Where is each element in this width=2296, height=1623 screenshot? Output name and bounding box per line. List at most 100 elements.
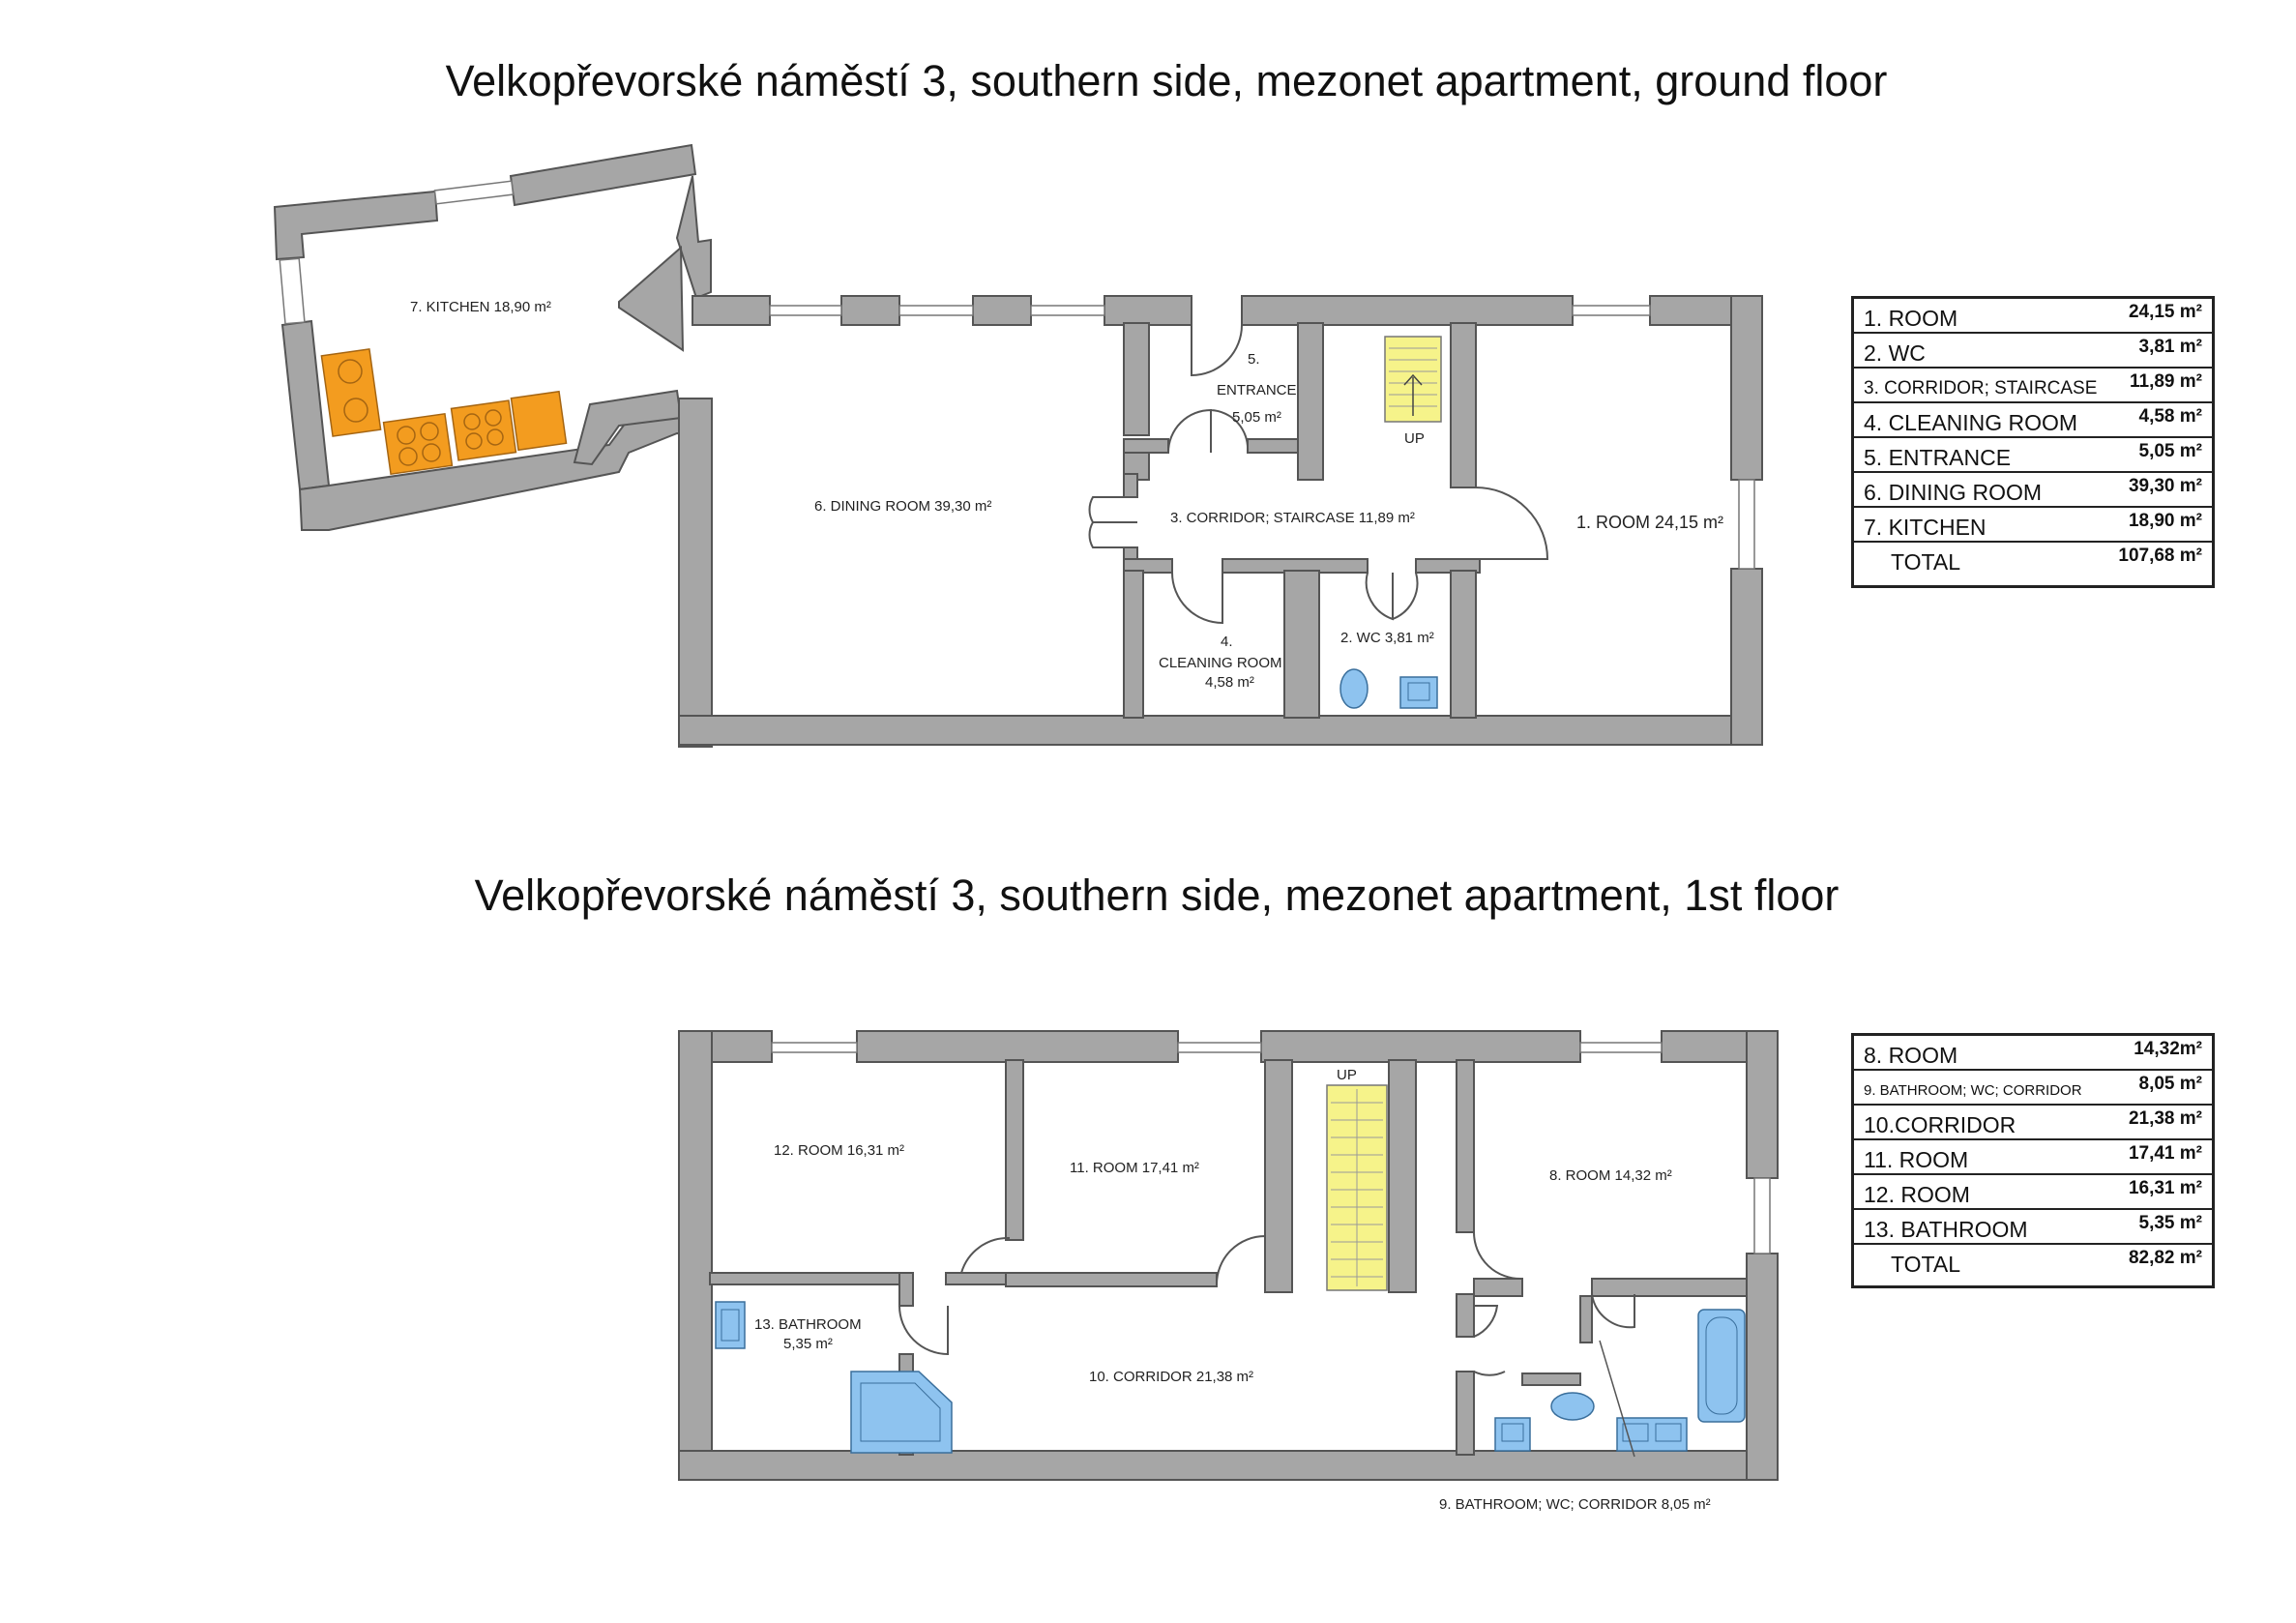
ground-wall-right-top xyxy=(1730,295,1763,481)
wall-bath9-mid xyxy=(1521,1372,1581,1386)
first-wall-top-2 xyxy=(856,1030,1179,1063)
wall-entrance-bottom xyxy=(1123,438,1169,454)
wall-room12-room11 xyxy=(1005,1059,1024,1241)
ground-wall-top-4 xyxy=(1104,295,1192,326)
first-wall-left xyxy=(678,1030,713,1481)
wall-bath9-mid-v xyxy=(1579,1295,1593,1343)
label-cleaning-name: CLEANING ROOM xyxy=(1159,655,1282,671)
entrance-inner-door xyxy=(1167,408,1250,454)
ground-wall-top-1 xyxy=(692,295,771,326)
wall-wc-right xyxy=(1450,570,1477,719)
wall-bath9-left xyxy=(1456,1293,1475,1338)
kitchen-wall-top-right xyxy=(509,143,697,207)
wall-cleaning-left xyxy=(1123,570,1144,719)
first-window-3 xyxy=(1579,1042,1663,1053)
bath9-double-basin-icon xyxy=(1616,1417,1688,1452)
label-corridor: 3. CORRIDOR; STAIRCASE 11,89 m² xyxy=(1170,510,1415,526)
ground-wall-top-2 xyxy=(840,295,900,326)
ground-wall-top-5 xyxy=(1241,295,1574,326)
wall-stair-right xyxy=(1388,1059,1417,1293)
wall-room12-bottom-2 xyxy=(945,1272,1011,1285)
label-cleaning-number: 4. xyxy=(1221,634,1233,650)
wall-corridor-bottom xyxy=(1123,558,1173,574)
corridor-left-door xyxy=(1088,496,1137,548)
wc-toilet-icon xyxy=(1339,668,1369,709)
kitchen-wall-lower-right xyxy=(573,389,683,466)
label-wc: 2. WC 3,81 m² xyxy=(1340,630,1434,646)
wall-corridor-left-top xyxy=(1123,473,1138,498)
bath9-label-leader xyxy=(1599,1340,1635,1458)
kitchen-wall-top xyxy=(273,190,439,261)
wall-room11-bottom xyxy=(1005,1272,1218,1287)
wall-bath9-left-2 xyxy=(1456,1371,1475,1456)
first-wall-right-top xyxy=(1746,1030,1779,1179)
room8-door xyxy=(1472,1231,1523,1281)
entrance-door xyxy=(1191,324,1243,377)
room1-door xyxy=(1475,487,1549,560)
room12-door xyxy=(959,1236,1011,1274)
bath13-door xyxy=(898,1305,949,1356)
ground-window-3 xyxy=(1030,305,1105,316)
label-room11: 11. ROOM 17,41 m² xyxy=(1070,1160,1199,1176)
wall-room11-stair xyxy=(1264,1059,1293,1293)
first-wall-top-3 xyxy=(1260,1030,1581,1063)
label-entrance-name: ENTRANCE xyxy=(1217,382,1297,398)
label-entrance-number: 5. xyxy=(1248,351,1260,368)
label-entrance-area: 5,05 m² xyxy=(1232,409,1281,426)
cleaning-door xyxy=(1171,572,1223,625)
kitchen-hob-icon xyxy=(382,412,454,476)
label-bath13-name: 13. BATHROOM xyxy=(754,1316,862,1333)
bath9-door xyxy=(1473,1305,1506,1376)
first-floor-plan: 12. ROOM 16,31 m² 11. ROOM 17,41 m² 8. R… xyxy=(678,1030,1779,1513)
ground-window-1 xyxy=(769,305,842,316)
wc-basin-icon xyxy=(1399,676,1438,709)
ground-floor-title: Velkopřevorské náměstí 3, southern side,… xyxy=(445,56,1888,105)
bath9-inner-door xyxy=(1591,1293,1635,1329)
kitchen-sink-icon xyxy=(320,348,382,437)
ground-window-2 xyxy=(898,305,974,316)
first-wall-right-bottom xyxy=(1746,1253,1779,1481)
ground-window-4 xyxy=(1572,305,1651,316)
label-room12: 12. ROOM 16,31 m² xyxy=(774,1142,904,1159)
first-window-1 xyxy=(771,1042,858,1053)
bath13-tub-icon xyxy=(850,1371,953,1454)
wall-room8-left xyxy=(1456,1059,1475,1233)
ground-wall-top-3 xyxy=(972,295,1032,326)
wall-entrance-left xyxy=(1123,322,1150,436)
label-cleaning-area: 4,58 m² xyxy=(1205,674,1254,691)
kitchen-fin xyxy=(618,245,685,352)
wall-cleaning-wc xyxy=(1283,570,1320,719)
label-bath13-area: 5,35 m² xyxy=(783,1336,833,1352)
label-kitchen: 7. KITCHEN 18,90 m² xyxy=(410,299,551,315)
wall-entrance-right xyxy=(1297,322,1324,481)
first-window-2 xyxy=(1177,1042,1262,1053)
wall-corridor-bottom-3 xyxy=(1415,558,1481,574)
label-stairs-up: UP xyxy=(1404,430,1425,447)
ground-floor-plan: 7. KITCHEN 18,90 m² 6. DINING ROOM 39,30… xyxy=(273,143,1763,748)
wc-door xyxy=(1365,572,1419,621)
kitchen-window-top xyxy=(433,180,515,205)
label-room1: 1. ROOM 24,15 m² xyxy=(1576,513,1723,532)
bath9-toilet-icon xyxy=(1550,1392,1595,1421)
ground-wall-right-bottom xyxy=(1730,568,1763,746)
wall-stair-right xyxy=(1450,322,1477,488)
stairs-arrow-icon xyxy=(1403,373,1423,416)
label-room8: 8. ROOM 14,32 m² xyxy=(1549,1167,1672,1184)
label-first-stairs-up: UP xyxy=(1337,1067,1357,1083)
kitchen-counter-icon xyxy=(510,390,568,452)
ground-wall-bottom xyxy=(678,715,1763,746)
